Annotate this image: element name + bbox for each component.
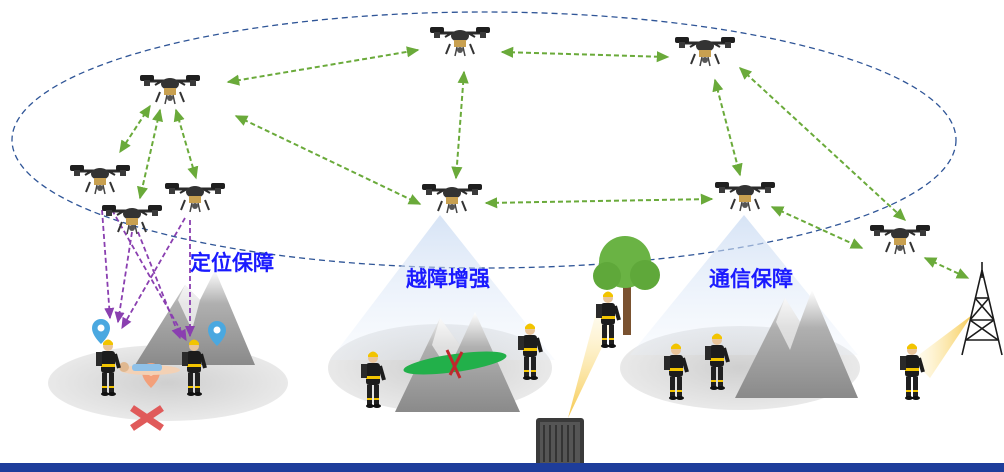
drone-icon <box>868 223 932 256</box>
mountain-icon <box>135 270 255 365</box>
mountain-icon <box>735 290 858 398</box>
radio-tower-icon <box>961 262 1003 356</box>
drone-icon <box>138 73 202 106</box>
positioning-links <box>101 209 196 342</box>
obstacle-ellipse-icon <box>403 349 507 379</box>
zone-label-positioning: 定位保障 <box>190 251 274 275</box>
drone-beam-2 <box>330 215 555 360</box>
drone-icon <box>420 182 484 215</box>
base-station-icon <box>536 418 584 468</box>
tree-icon <box>593 236 660 335</box>
drone-icon <box>68 163 132 196</box>
location-pin-icon <box>208 321 226 346</box>
drone-icon <box>428 25 492 58</box>
drone-icon <box>163 181 227 214</box>
location-pin-icon <box>92 319 110 344</box>
zone-label-obstacle: 越障增强 <box>405 267 490 291</box>
zone-label-communication: 通信保障 <box>709 267 793 291</box>
drone-icon <box>100 203 164 236</box>
bottom-bar <box>0 463 1004 472</box>
mesh-links <box>119 46 970 279</box>
responder-icon <box>898 341 925 402</box>
drone-network-orbit <box>11 11 957 269</box>
drone-icon <box>713 180 777 213</box>
tower-beam <box>912 315 972 378</box>
drone-icon <box>673 35 737 68</box>
casualty-icon <box>119 362 180 431</box>
